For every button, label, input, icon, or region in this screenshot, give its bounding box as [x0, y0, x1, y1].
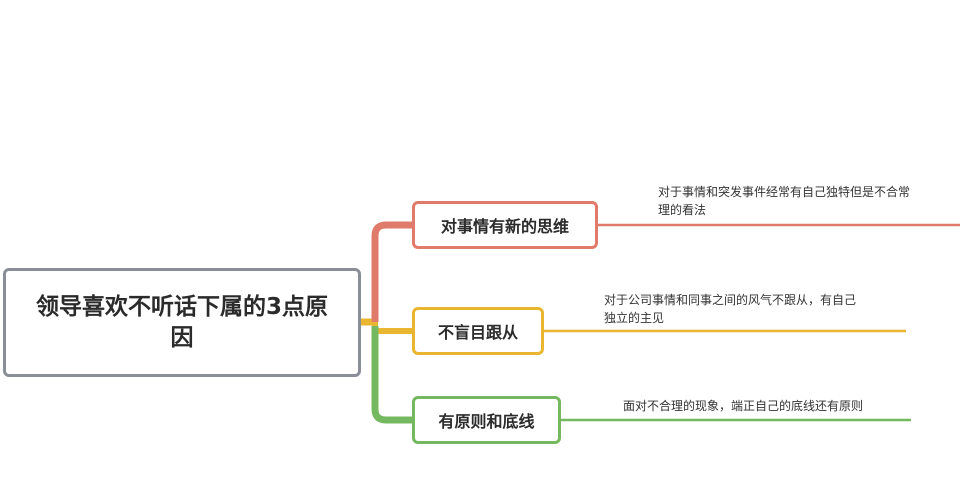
note-line: 对于公司事情和同事之间的风气不跟从，有自己: [604, 293, 857, 307]
branch-topic-new-thinking[interactable]: 对事情有新的思维: [412, 201, 598, 249]
note-line: 独立的主见: [604, 311, 665, 325]
note-principles: 面对不合理的现象，端正自己的底线还有原则: [623, 397, 923, 415]
note-line: 面对不合理的现象，端正自己的底线还有原则: [623, 399, 864, 413]
root-topic[interactable]: 领导喜欢不听话下属的3点原因: [3, 268, 361, 377]
branch-topic-label: 有原则和底线: [438, 412, 535, 431]
connector-branch-2: [371, 326, 412, 424]
branch-topic-principles[interactable]: 有原则和底线: [412, 396, 561, 444]
note-not-blindly-follow: 对于公司事情和同事之间的风气不跟从，有自己 独立的主见: [604, 291, 904, 327]
branch-topic-label: 不盲目跟从: [437, 323, 518, 342]
branch-topic-label: 对事情有新的思维: [440, 217, 569, 236]
branch-topic-not-blindly-follow[interactable]: 不盲目跟从: [412, 307, 544, 355]
note-line: 对于事情和突发事件经常有自己独特但是不合常: [658, 185, 911, 199]
connector-branch-0: [371, 221, 412, 322]
root-topic-label: 领导喜欢不听话下属的3点原因: [35, 293, 328, 351]
note-new-thinking: 对于事情和突发事件经常有自己独特但是不合常 理的看法: [658, 183, 958, 219]
connector-branch-1: [372, 322, 412, 334]
note-line: 理的看法: [658, 203, 707, 217]
